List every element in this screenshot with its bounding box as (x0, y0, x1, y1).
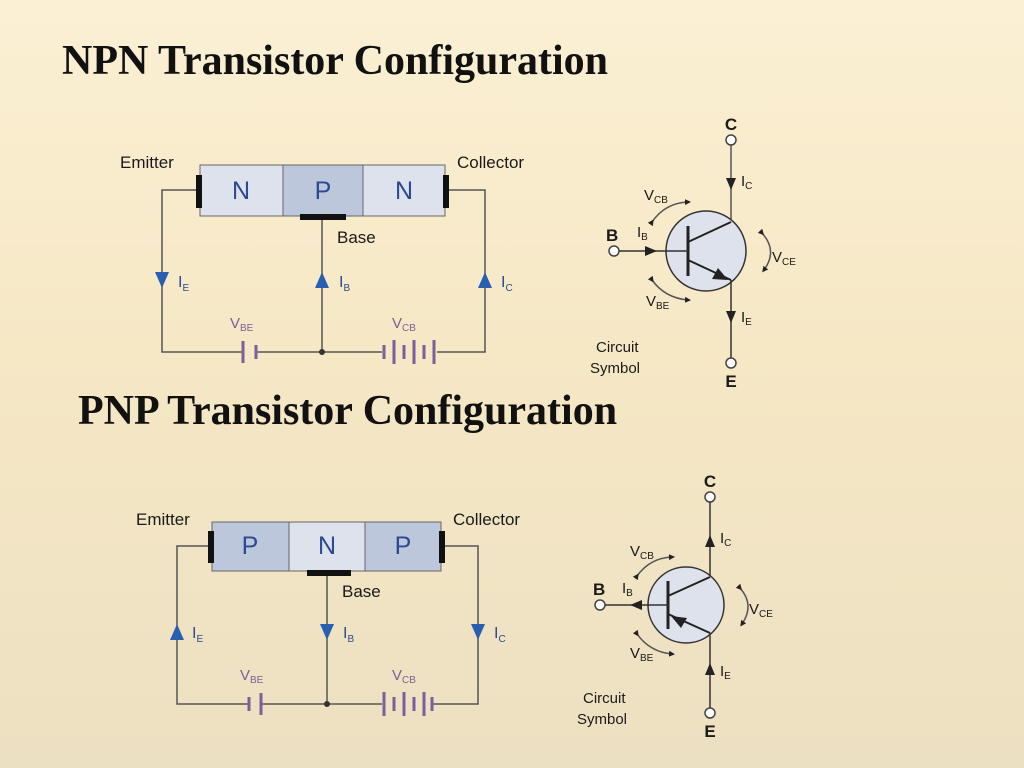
pnp-symbol-ie-label: IE (720, 663, 731, 682)
pnp-emitter-contact (208, 531, 214, 563)
npn-circuit-symbol: C IC B IB IE E VCB VCE VBE Circuit Symbo… (590, 115, 796, 391)
npn-ie-label: IE (178, 274, 189, 294)
npn-ic-arrow (478, 272, 492, 288)
npn-block-diagram: Emitter Collector N P N Base IE IB IC VB… (120, 153, 524, 364)
npn-collector-label: Collector (457, 153, 524, 172)
pnp-terminal-e: E (704, 722, 715, 741)
pnp-symbol-vbe-arc (632, 629, 675, 657)
npn-junction-dot (319, 349, 325, 355)
pnp-symbol-collector-line (667, 576, 711, 597)
pnp-symbol-vce-arc (735, 583, 749, 627)
npn-title: NPN Transistor Configuration (62, 38, 609, 84)
npn-symbol-caption: Circuit (596, 339, 639, 356)
npn-ie-arrow (155, 272, 169, 288)
npn-terminal-e-node (725, 357, 737, 369)
pnp-symbol-caption: Symbol (577, 711, 627, 728)
pnp-symbol-ic-label: IC (720, 530, 731, 549)
pnp-circuit-symbol: C IC B IB IE E VCB VCE VBE Circuit Symbo… (577, 472, 773, 741)
pnp-terminal-b: B (593, 580, 605, 599)
npn-ib-arrow (315, 272, 329, 288)
pnp-symbol-ic-arrow (705, 535, 715, 547)
npn-segment-label: N (232, 177, 250, 205)
npn-base-label: Base (337, 228, 376, 247)
npn-vbe-battery (241, 341, 258, 363)
npn-collector-contact (443, 175, 449, 208)
npn-terminal-c-node (725, 134, 737, 146)
npn-emitter-contact (196, 175, 202, 208)
pnp-terminal-c: C (704, 472, 716, 491)
npn-symbol-vbe-label: VBE (646, 293, 670, 312)
npn-collector-wire (437, 189, 486, 353)
npn-symbol-vcb-label: VCB (644, 187, 668, 206)
npn-vbe-label: VBE (230, 315, 254, 334)
npn-symbol-ie-arrow (726, 311, 736, 323)
npn-symbol-ie-label: IE (741, 309, 752, 328)
pnp-segment-label: P (395, 532, 412, 560)
pnp-vcb-label: VCB (392, 667, 416, 686)
npn-terminal-c: C (725, 115, 737, 134)
npn-terminal-b: B (606, 226, 618, 245)
npn-terminal-b-node (608, 245, 620, 257)
npn-symbol-vcb-arc (647, 199, 691, 227)
npn-symbol-vce-arc (757, 228, 772, 273)
pnp-segment-base (288, 521, 366, 572)
pnp-vbe-battery (247, 693, 263, 715)
npn-vcb-label: VCB (392, 315, 416, 334)
pnp-base-contact (307, 570, 351, 576)
pnp-vbe-label: VBE (240, 667, 264, 686)
pnp-collector-label: Collector (453, 510, 520, 529)
npn-ib-label: IB (339, 274, 350, 294)
npn-symbol-collector-line (687, 221, 732, 243)
pnp-terminal-c-node (704, 491, 716, 503)
pnp-symbol-ib-label: IB (622, 580, 633, 599)
npn-base-contact (300, 214, 346, 220)
npn-segment-emitter (199, 164, 284, 217)
pnp-collector-contact (439, 531, 445, 563)
pnp-base-label: Base (342, 582, 381, 601)
pnp-ic-label: IC (494, 625, 506, 645)
pnp-symbol-vcb-arc (632, 554, 675, 581)
npn-symbol-ib-label: IB (637, 224, 648, 243)
pnp-terminal-e-node (704, 707, 716, 719)
pnp-vcb-battery (382, 692, 434, 716)
pnp-ie-label: IE (192, 625, 203, 645)
npn-ic-label: IC (501, 274, 513, 294)
npn-symbol-caption: Symbol (590, 360, 640, 377)
npn-vcb-battery (382, 340, 436, 364)
pnp-terminal-b-node (594, 599, 606, 611)
pnp-ib-label: IB (343, 625, 354, 645)
npn-symbol-ic-arrow (726, 178, 736, 190)
npn-emitter-wire (161, 189, 242, 353)
pnp-symbol-emitter-arrow (671, 616, 687, 628)
pnp-symbol-vce-label: VCE (749, 601, 773, 620)
npn-symbol-vce-label: VCE (772, 249, 796, 268)
npn-symbol-ib-arrow (645, 246, 657, 256)
pnp-symbol-vcb-label: VCB (630, 543, 654, 562)
pnp-title: PNP Transistor Configuration (78, 388, 618, 434)
npn-segment-label: P (315, 177, 332, 205)
npn-symbol-vbe-arc (647, 275, 691, 303)
pnp-block-diagram: Emitter Collector P N P Base IE IB IC VB… (136, 510, 520, 716)
pnp-segment-emitter (211, 521, 290, 572)
pnp-segment-label: N (318, 532, 336, 560)
npn-terminal-e: E (725, 372, 736, 391)
pnp-symbol-caption: Circuit (583, 690, 626, 707)
pnp-symbol-vbe-label: VBE (630, 645, 654, 664)
pnp-ic-arrow (471, 624, 485, 640)
pnp-segment-collector (364, 521, 442, 572)
pnp-segment-label: P (242, 532, 259, 560)
pnp-junction-dot (324, 701, 330, 707)
npn-symbol-ic-label: IC (741, 173, 752, 192)
npn-emitter-label: Emitter (120, 153, 174, 172)
npn-symbol-emitter-arrow (712, 268, 728, 280)
pnp-symbol-ie-arrow (705, 663, 715, 675)
pnp-ib-arrow (320, 624, 334, 640)
pnp-ie-arrow (170, 624, 184, 640)
npn-segment-label: N (395, 177, 413, 205)
pnp-symbol-ib-arrow (630, 600, 642, 610)
pnp-emitter-label: Emitter (136, 510, 190, 529)
